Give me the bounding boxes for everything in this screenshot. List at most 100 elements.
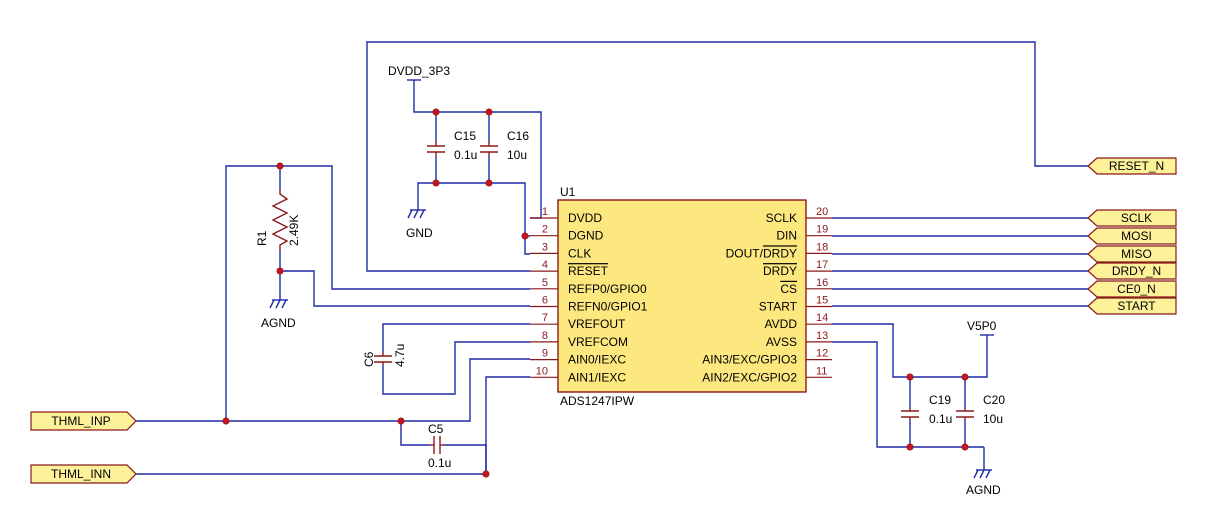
port-label: CE0_N	[1117, 282, 1156, 296]
junction	[961, 373, 969, 381]
port-label: SCLK	[1121, 211, 1152, 225]
capacitor-c6: C6 4.7u	[362, 344, 407, 367]
agnd-label-right: AGND	[966, 483, 1001, 497]
left-ports: THML_INP THML_INN	[30, 411, 137, 484]
c20-value: 10u	[983, 412, 1003, 426]
resistor-r1: R1 2.49K	[255, 190, 301, 250]
port-label: RESET_N	[1109, 159, 1164, 173]
pin-name: RESET	[568, 264, 609, 278]
capacitor-c15: C15 0.1u	[427, 129, 477, 162]
junction	[276, 162, 284, 170]
junction	[432, 179, 440, 187]
junction	[906, 443, 914, 451]
capacitor-c5: C5 0.1u	[428, 422, 451, 470]
r1-refdes: R1	[255, 230, 269, 246]
c6-refdes: C6	[362, 351, 376, 367]
port-mosi: MOSI	[1087, 227, 1177, 245]
gnd-label: GND	[406, 226, 433, 240]
pin-number: 11	[816, 365, 827, 377]
capacitor-c19: C19 0.1u	[901, 393, 952, 426]
pin-number: 15	[816, 295, 828, 307]
pin-name: AIN1/IEXC	[568, 370, 626, 384]
port-label: THML_INP	[51, 414, 110, 428]
ic-right-pins: 20SCLK19DIN18DOUT/DRDY17DRDY16CS15START1…	[702, 206, 832, 384]
capacitor-c16: C16 10u	[480, 129, 529, 162]
pin-name: REFN0/GPIO1	[568, 300, 648, 314]
port-drdy-n: DRDY_N	[1087, 262, 1177, 280]
pin-name: CS	[780, 282, 797, 296]
pin-name: START	[759, 300, 798, 314]
port-label: MISO	[1121, 247, 1152, 261]
junction	[222, 417, 230, 425]
pin-number: 5	[542, 277, 548, 289]
junction	[432, 108, 440, 116]
pin-number: 2	[542, 224, 548, 236]
junction	[521, 232, 529, 240]
v5p0-label: V5P0	[967, 319, 997, 333]
pin-name: DIN	[776, 229, 797, 243]
pin-number: 7	[542, 312, 548, 324]
pin-number: 6	[542, 295, 548, 307]
port-label: MOSI	[1121, 229, 1152, 243]
junction	[485, 108, 493, 116]
pin-name: AIN0/IEXC	[568, 353, 626, 367]
c15-refdes: C15	[454, 129, 476, 143]
junction	[961, 443, 969, 451]
pin-name: REFP0/GPIO0	[568, 282, 647, 296]
wires	[136, 41, 1088, 475]
pin-number: 18	[816, 241, 828, 253]
r1-value: 2.49K	[287, 215, 301, 246]
agnd-symbol-right: AGND	[966, 469, 1001, 497]
c5-refdes: C5	[428, 422, 444, 436]
pin-number: 19	[816, 224, 828, 236]
junctions	[222, 108, 969, 478]
port-sclk: SCLK	[1087, 209, 1177, 227]
pin-name: VREFOUT	[568, 317, 626, 331]
pin-name: SCLK	[766, 211, 797, 225]
c19-value: 0.1u	[929, 412, 952, 426]
pin-number: 8	[542, 330, 548, 342]
pin-number: 20	[816, 206, 828, 218]
port-thml-inn: THML_INN	[30, 464, 137, 484]
c16-value: 10u	[507, 148, 527, 162]
gnd-symbol: GND	[406, 209, 433, 240]
port-start: START	[1087, 297, 1177, 315]
pin-name: DOUT/DRDY	[726, 246, 797, 260]
pin-name: DGND	[568, 229, 604, 243]
pin-number: 12	[816, 348, 828, 360]
port-reset-n: RESET_N	[1087, 157, 1177, 175]
agnd-symbol-r1: AGND	[261, 299, 296, 330]
port-label: DRDY_N	[1112, 264, 1161, 278]
ic-refdes: U1	[560, 185, 576, 199]
ic-body	[557, 199, 807, 393]
junction	[482, 470, 490, 478]
port-label: THML_INN	[51, 467, 111, 481]
c15-value: 0.1u	[454, 148, 477, 162]
c5-value: 0.1u	[428, 456, 451, 470]
pin-name: DVDD	[568, 211, 602, 225]
ic-part-number: ADS1247IPW	[560, 394, 635, 408]
port-ce0-n: CE0_N	[1087, 280, 1177, 298]
junction	[397, 417, 405, 425]
v5p0-power-symbol: V5P0	[967, 319, 997, 333]
dvdd-power-symbol: DVDD_3P3	[388, 64, 450, 78]
junction	[906, 373, 914, 381]
port-miso: MISO	[1087, 245, 1177, 263]
junction	[276, 267, 284, 275]
pin-number: 14	[816, 312, 828, 324]
pin-name: AVDD	[765, 317, 798, 331]
port-label: START	[1117, 299, 1156, 313]
dvdd-label: DVDD_3P3	[388, 64, 450, 78]
c6-value: 4.7u	[393, 344, 407, 367]
pin-number: 3	[542, 241, 548, 253]
c19-refdes: C19	[929, 393, 951, 407]
pin-number: 4	[542, 259, 548, 271]
port-thml-inp: THML_INP	[30, 411, 137, 431]
right-ports: RESET_N SCLK MOSI MISO DRDY_N CE0_N START	[1087, 157, 1177, 315]
pin-name: DRDY	[763, 264, 797, 278]
agnd-label-r1: AGND	[261, 316, 296, 330]
pin-name: AIN2/EXC/GPIO2	[702, 370, 797, 384]
pin-name: AIN3/EXC/GPIO3	[702, 353, 797, 367]
